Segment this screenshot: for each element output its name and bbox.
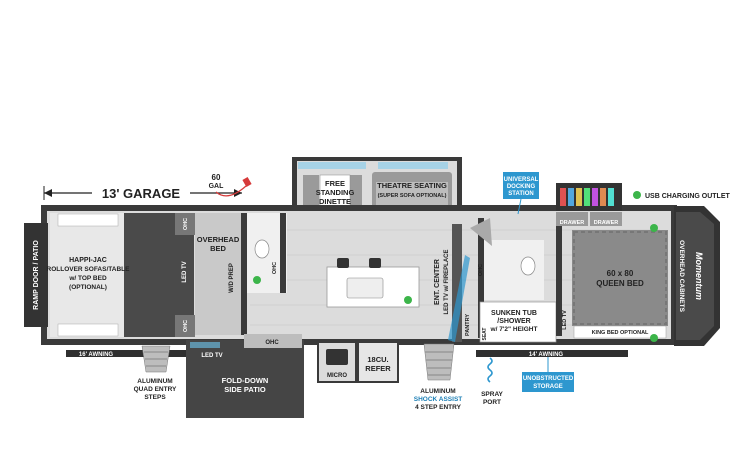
queen-bed-label-2: QUEEN BED [596,279,644,288]
ent-center-label-1: ENT. CENTER [434,259,441,305]
usb-outlet-label: USB CHARGING OUTLET [645,193,731,200]
docking-label-2: DOCKING [507,184,536,190]
theatre-label-1: THEATRE SEATING [377,181,447,190]
ramp-door-label: RAMP DOOR / PATIO [33,240,40,310]
garage-length-label: 13' GARAGE [102,186,181,201]
king-bed-label: KING BED OPTIONAL [592,330,649,336]
top-storage-shelf [556,183,622,211]
bath-ohc-label: OHC [272,262,278,274]
refer-label-1: 18CU. [367,355,388,364]
dinette-label-1: FREE [325,179,345,188]
garage-sofas [50,213,195,337]
quad-steps-label-2: QUAD ENTRY [134,386,177,393]
kitchen-island [326,258,420,308]
ent-center-label-2: LED TV w/ FIREPLACE [444,249,450,314]
storage-label-2: STORAGE [533,384,563,390]
awning-16-label: 16' AWNING [79,352,114,358]
sofas-label-4: (OPTIONAL) [69,284,107,291]
shock-label-3: 4 STEP ENTRY [415,404,462,411]
awning-14: 14' AWNING [476,350,628,358]
docking-label-3: STATION [508,191,533,197]
awning-16: 16' AWNING [66,350,190,358]
shock-assist-steps [423,343,455,381]
drawer-left-label: DRAWER [560,220,584,226]
patio-ohc-label: OHC [265,340,279,346]
quad-entry-steps [141,345,171,373]
awning-14-label: 14' AWNING [529,352,564,358]
quad-steps-label-1: ALUMINUM [137,378,172,385]
bath-2-ohc-label: OHC [478,264,484,276]
sofas-label-1: HAPPI-JAC [69,257,107,264]
bedroom [556,212,668,342]
drawer-right-label: DRAWER [594,220,618,226]
refer-label-2: REFER [365,364,391,373]
entertainment-center [448,224,470,342]
brand-logo: Momentum [694,252,704,300]
spray-port-label-1: SPRAY [481,391,503,398]
fuel-pump-icon: 60 GAL [209,173,252,197]
usb-outlet-icon [633,191,641,199]
patio-led-tv-label: LED TV [201,353,222,359]
quad-steps-label-3: STEPS [144,394,166,401]
sunken-label-2: /SHOWER [497,318,530,325]
master-bath [470,218,557,343]
overhead-bed-area [195,213,287,335]
sunken-label-1: SUNKEN TUB [491,310,537,317]
garage-dimension: 13' GARAGE [43,185,242,201]
wd-prep-label: W/D PREP [229,263,235,293]
sofas-label-3: w/ TOP BED [68,275,107,282]
micro-label: MICRO [327,373,347,379]
pantry-label: PANTRY [465,314,471,336]
seat-label: SEAT [482,328,488,341]
patio-label-1: FOLD-DOWN [222,376,269,385]
docking-station-tag: UNIVERSAL DOCKING STATION [503,172,539,215]
kitchen-appliances [317,341,399,383]
dinette-label-3: DINETTE [319,197,351,206]
ramp-door [24,223,48,327]
garage-ohc-top: OHC [183,218,189,230]
spray-port-label-2: PORT [483,399,501,406]
overhead-cabinets-label: OVERHEAD CABINETS [678,240,685,313]
sunken-label-3: w/ 7'2" HEIGHT [490,326,538,333]
fold-down-patio [186,334,304,418]
spray-port-icon [487,357,493,383]
garage-led-tv-label: LED TV [182,261,188,282]
storage-tag: UNOBSTRUCTED STORAGE [522,357,574,392]
theatre-label-2: (SUPER SOFA OPTIONAL) [378,193,447,199]
overhead-bed-label-2: BED [210,244,226,253]
overhead-bed-label-1: OVERHEAD [197,235,240,244]
docking-label-1: UNIVERSAL [504,177,539,183]
dinette-label-2: STANDING [316,188,355,197]
shock-label-2: SHOCK ASSIST [414,396,463,403]
shock-label-1: ALUMINUM [420,388,455,395]
garage-ohc-bottom: OHC [183,320,189,332]
front-cap [674,206,720,346]
sofas-label-2: ROLLOVER SOFAS/TABLE [47,266,131,273]
patio-label-2: SIDE PATIO [224,385,266,394]
bedroom-led-tv-label: LED TV [562,310,568,330]
fuel-unit: GAL [209,183,225,190]
queen-bed-label-1: 60 x 80 [607,269,634,278]
storage-label-1: UNOBSTRUCTED [523,376,574,382]
fuel-amount: 60 [212,173,221,182]
